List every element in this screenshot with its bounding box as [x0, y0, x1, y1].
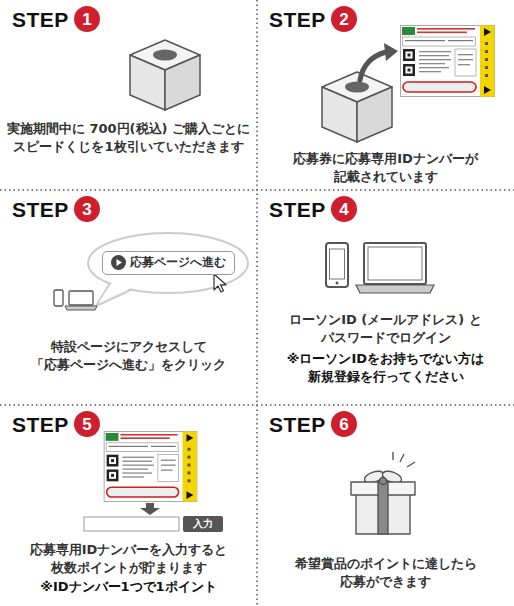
- step-number-badge: 1: [74, 6, 100, 32]
- step-caption: 実施期間中に 700円(税込) ご購入ごとに スピードくじを1枚引いていただきま…: [6, 120, 251, 156]
- step-panel: STEP 実施期間中に 700円(税込) ご購入ごとに スピードくじを1枚引いてい…: [0, 0, 257, 190]
- step-number: 6: [339, 416, 348, 433]
- step-panel: STEP 応募券に応募専用IDナンバーが 記載されています 2: [257, 0, 514, 190]
- button-label: 入力: [193, 517, 213, 531]
- ticket-image: [104, 431, 197, 501]
- submit-button: 入力: [183, 516, 223, 532]
- draw-arrow: [360, 43, 398, 80]
- step-caption: 希望賞品のポイントに達したら 応募ができます: [265, 555, 506, 591]
- step-number: 1: [82, 11, 91, 28]
- step-number: 5: [82, 416, 91, 433]
- step-note: ※ローソンIDをお持ちでない方は 新規登録を行ってください: [265, 350, 506, 386]
- laptop-icon: [356, 243, 434, 293]
- step-number-badge: 5: [74, 411, 100, 437]
- mouse-cursor: [214, 274, 226, 292]
- button-label: 応募ページへ進む: [130, 255, 226, 271]
- step-number-badge: 2: [331, 6, 357, 32]
- step-panel: STEP 応募専用IDナンバーを入力すると 枚数ポイントが貯まります※IDナンバー…: [0, 405, 257, 606]
- step-caption: 応募専用IDナンバーを入力すると 枚数ポイントが貯まります: [8, 541, 249, 577]
- divider-line: [256, 0, 258, 606]
- play-icon-circle: [111, 255, 126, 270]
- play-icon-triangle: [117, 259, 123, 266]
- step-caption: 応募券に応募専用IDナンバーが 記載されています: [265, 150, 506, 186]
- step-panel: STEP 特設ページにアクセスして 「応募ページへ進む」をクリック 3 応募ページへ進…: [0, 190, 257, 405]
- step-label: STEP: [269, 414, 326, 435]
- step-number-badge: 3: [74, 196, 100, 222]
- step-panel: STEP 希望賞品のポイントに達したら 応募ができます 6: [257, 405, 514, 606]
- step-caption: ローソンID (メールアドレス) と パスワードでログイン: [265, 311, 506, 347]
- step-label: STEP: [12, 9, 69, 30]
- speech-bubble: [88, 233, 248, 306]
- step-number: 3: [82, 201, 91, 218]
- down-arrow: [140, 503, 160, 515]
- id-input-field: [84, 517, 179, 531]
- gift-box: [351, 452, 415, 534]
- smartphone-icon: [326, 243, 348, 287]
- step-label: STEP: [269, 199, 326, 220]
- step-label: STEP: [269, 9, 326, 30]
- step-label: STEP: [12, 414, 69, 435]
- step-label: STEP: [12, 199, 69, 220]
- step-caption: 特設ページにアクセスして 「応募ページへ進む」をクリック: [8, 338, 249, 374]
- play-icon: [111, 255, 126, 270]
- lottery-box: [322, 72, 392, 142]
- link-button: 応募ページへ進む: [102, 251, 235, 275]
- lottery-box: [130, 40, 200, 110]
- ticket-image: [401, 26, 495, 97]
- step-number: 2: [339, 11, 348, 28]
- step-number: 4: [339, 201, 348, 218]
- step-note: ※IDナンバー1つで1ポイント: [8, 578, 249, 596]
- step-number-badge: 6: [331, 411, 357, 437]
- laptop-icon: [65, 291, 97, 310]
- step-panel: STEP ローソンID (メールアドレス) と パスワードでログイン※ローソンID…: [257, 190, 514, 405]
- step-number-badge: 4: [331, 196, 357, 222]
- smartphone-icon: [54, 290, 63, 306]
